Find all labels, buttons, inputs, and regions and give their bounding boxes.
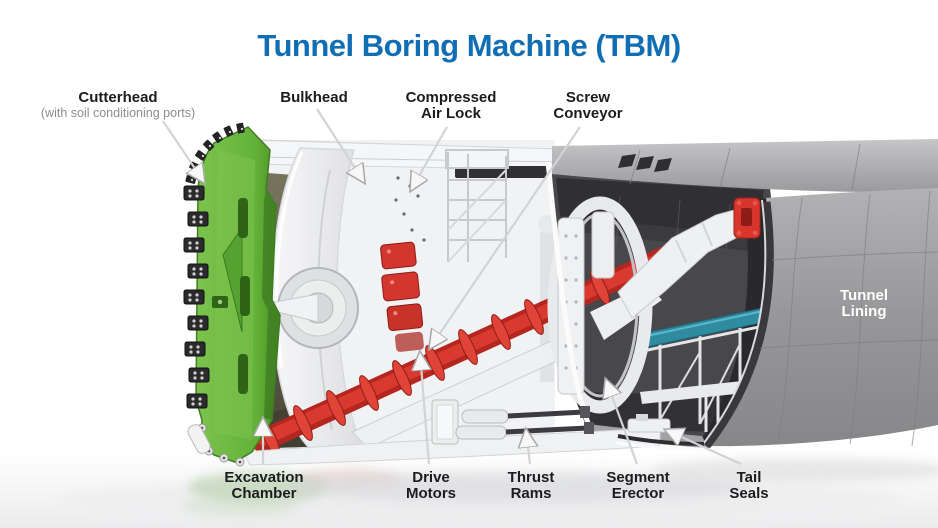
leader-thrust-rams (526, 430, 530, 465)
thrust-rams (242, 399, 661, 466)
leader-drive-motors (420, 353, 429, 465)
cutterhead (183, 122, 281, 467)
label-tail-seals: Tail Seals (729, 469, 769, 502)
drive-motors (380, 241, 424, 352)
label-thrust-rams: Thrust Rams (507, 469, 555, 502)
screw-discharge (733, 197, 761, 239)
leader-bulkhead (316, 108, 364, 182)
leader-compressed-air-lock (411, 126, 448, 190)
tunnel-lining (552, 139, 938, 449)
label-segment-erector: Segment Erector (606, 469, 670, 502)
page-title: Tunnel Boring Machine (TBM) (257, 28, 681, 63)
leader-cutterhead (162, 120, 204, 182)
label-compressed-air-lock: Compressed Air Lock (405, 89, 497, 122)
floor-reflection (0, 450, 938, 528)
label-screw-conveyor: Screw Conveyor (553, 89, 623, 122)
label-excavation-chamber: Excavation Chamber (224, 469, 304, 502)
leader-lines (162, 108, 742, 466)
segment-erector (547, 196, 761, 414)
label-cutterhead-subtitle: (with soil conditioning ports) (40, 106, 196, 120)
label-drive-motors: Drive Motors (406, 469, 456, 502)
label-tunnel-lining: Tunnel Lining (839, 287, 889, 320)
shield-vents (618, 154, 672, 172)
compressed-air-lock (445, 149, 509, 263)
label-cutterhead: Cutterhead (with soil conditioning ports… (41, 90, 195, 121)
leader-segment-erector (606, 380, 639, 465)
leader-screw-conveyor (430, 126, 581, 348)
label-cutterhead-title: Cutterhead (78, 89, 158, 106)
label-bulkhead: Bulkhead (280, 89, 348, 106)
leader-tail-seals (666, 430, 742, 466)
